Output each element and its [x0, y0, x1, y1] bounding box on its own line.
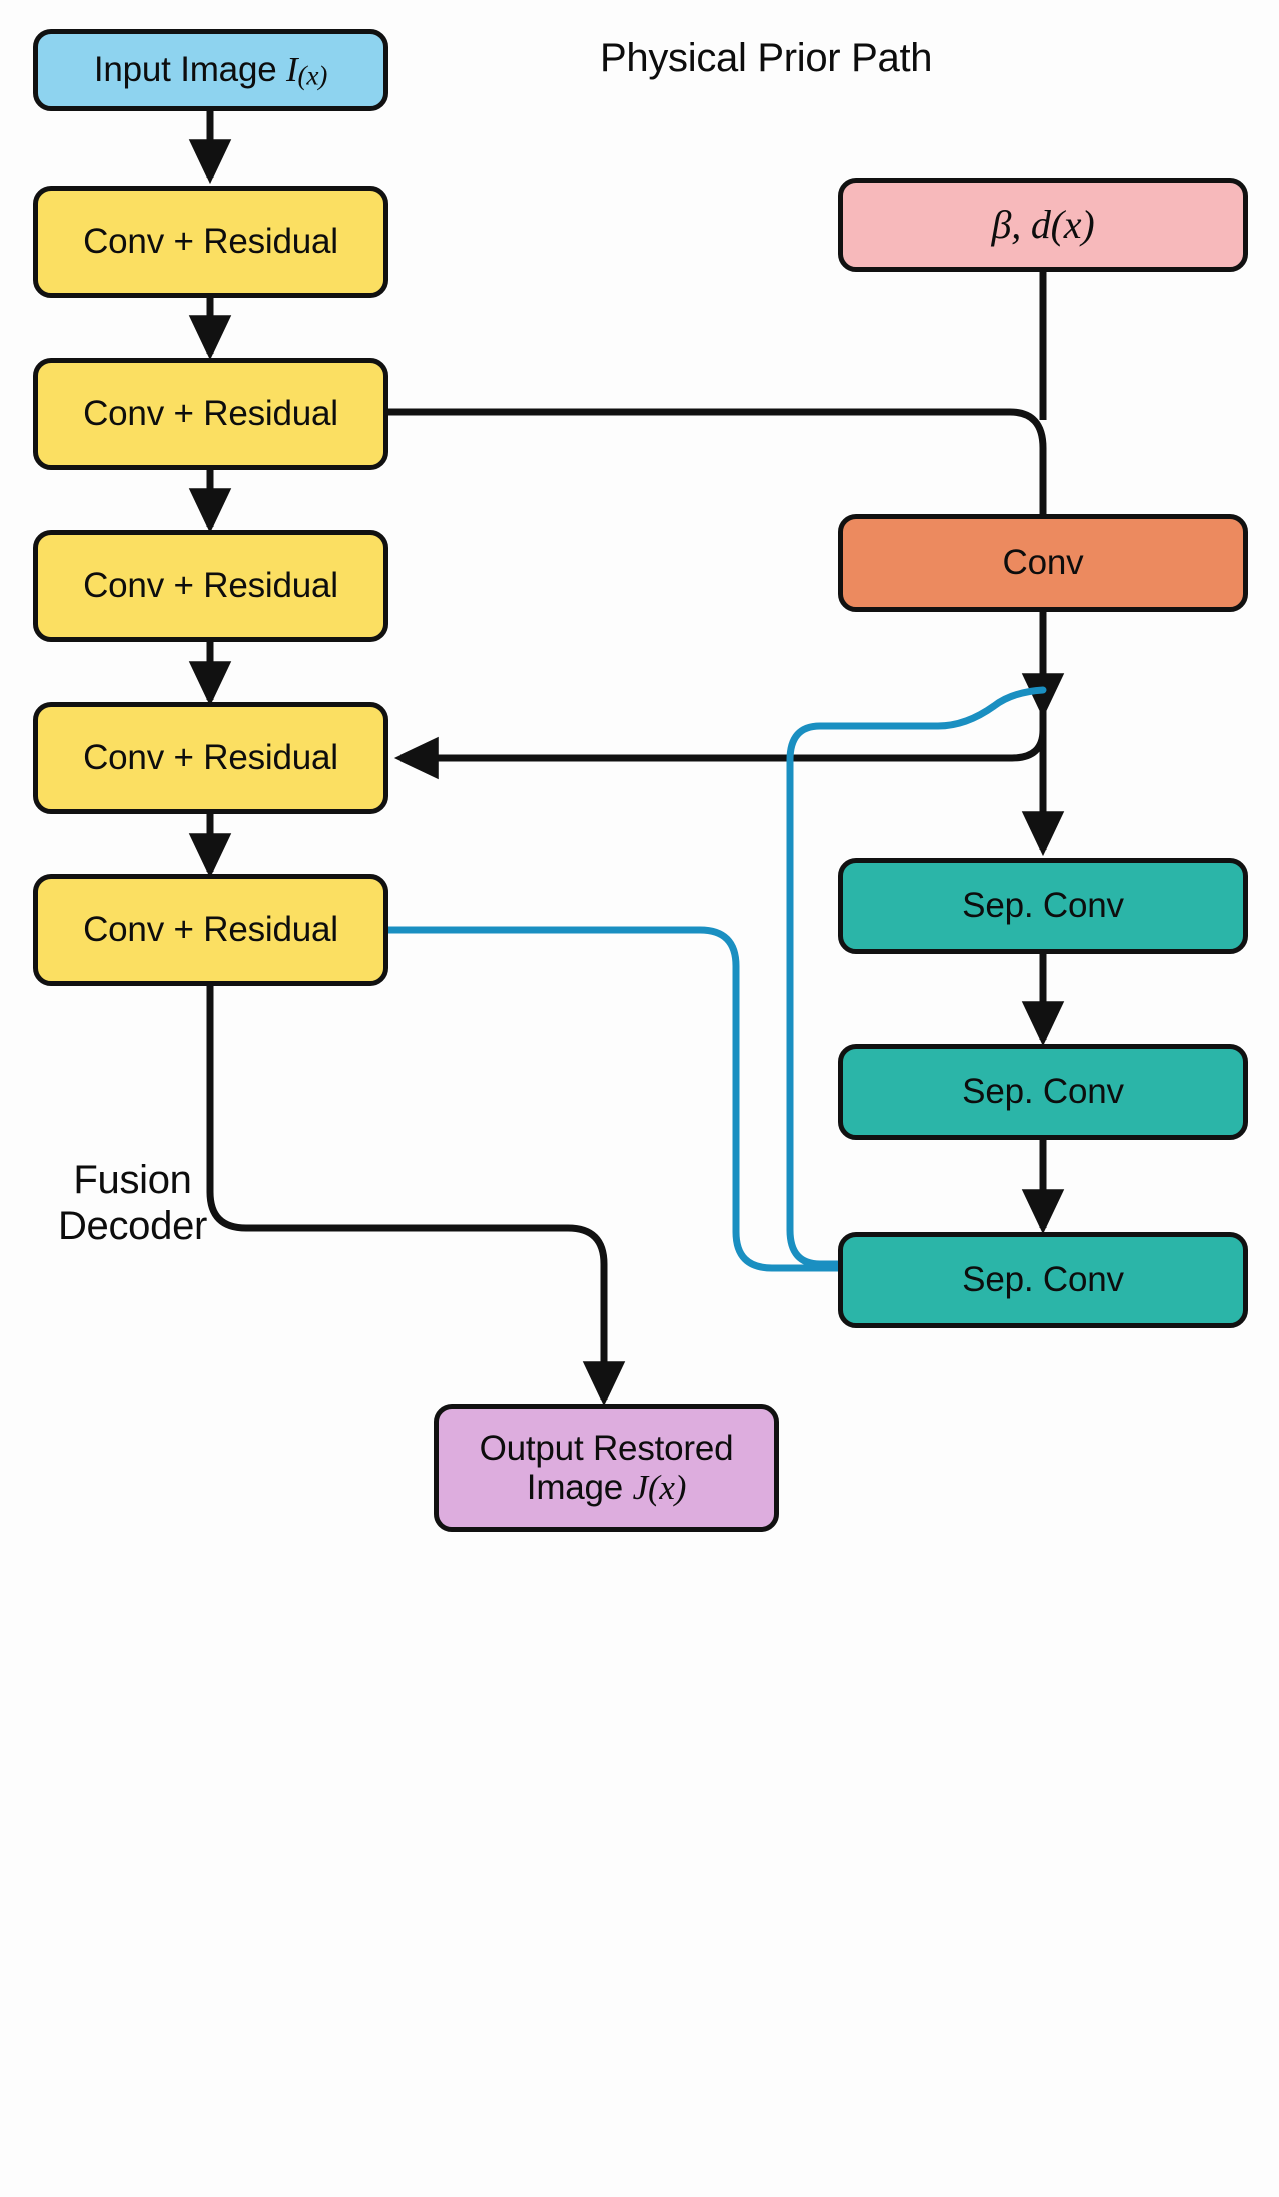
node-physical-prior-label: β, d(x) — [991, 201, 1095, 247]
node-conv-residual-3[interactable]: Conv + Residual — [33, 530, 388, 642]
node-conv-residual-4[interactable]: Conv + Residual — [33, 702, 388, 814]
node-sep-conv-1-label: Sep. Conv — [962, 886, 1124, 926]
node-conv-residual-4-label: Conv + Residual — [83, 738, 338, 778]
node-sep-conv-2[interactable]: Sep. Conv — [838, 1044, 1248, 1140]
node-conv[interactable]: Conv — [838, 514, 1248, 612]
node-conv-label: Conv — [1002, 543, 1084, 583]
edge-skip-res5-to-sep3 — [382, 926, 874, 1272]
edge-conv-to-res4 — [393, 690, 1047, 780]
node-sep-conv-3[interactable]: Sep. Conv — [838, 1232, 1248, 1328]
node-sep-conv-2-label: Sep. Conv — [962, 1072, 1124, 1112]
node-conv-residual-5-label: Conv + Residual — [83, 910, 338, 950]
node-sep-conv-3-label: Sep. Conv — [962, 1260, 1124, 1300]
caption-physical-prior-path: Physical Prior Path — [600, 36, 933, 80]
node-input-image[interactable]: Input Image I(x) — [33, 29, 388, 111]
node-conv-residual-5[interactable]: Conv + Residual — [33, 874, 388, 986]
node-conv-residual-2[interactable]: Conv + Residual — [33, 358, 388, 470]
edge-res5-to-sep3 — [206, 984, 626, 1407]
node-conv-residual-1[interactable]: Conv + Residual — [33, 186, 388, 298]
node-sep-conv-1[interactable]: Sep. Conv — [838, 858, 1248, 954]
caption-fusion-decoder: Fusion Decoder — [57, 1158, 208, 1248]
node-conv-residual-3-label: Conv + Residual — [83, 566, 338, 606]
edge-skip-conv-to-sep1 — [786, 686, 1047, 1268]
node-conv-residual-1-label: Conv + Residual — [83, 222, 338, 262]
node-input-image-label: Input Image I(x) — [93, 49, 328, 90]
node-physical-prior[interactable]: β, d(x) — [838, 178, 1248, 272]
node-conv-residual-2-label: Conv + Residual — [83, 394, 338, 434]
